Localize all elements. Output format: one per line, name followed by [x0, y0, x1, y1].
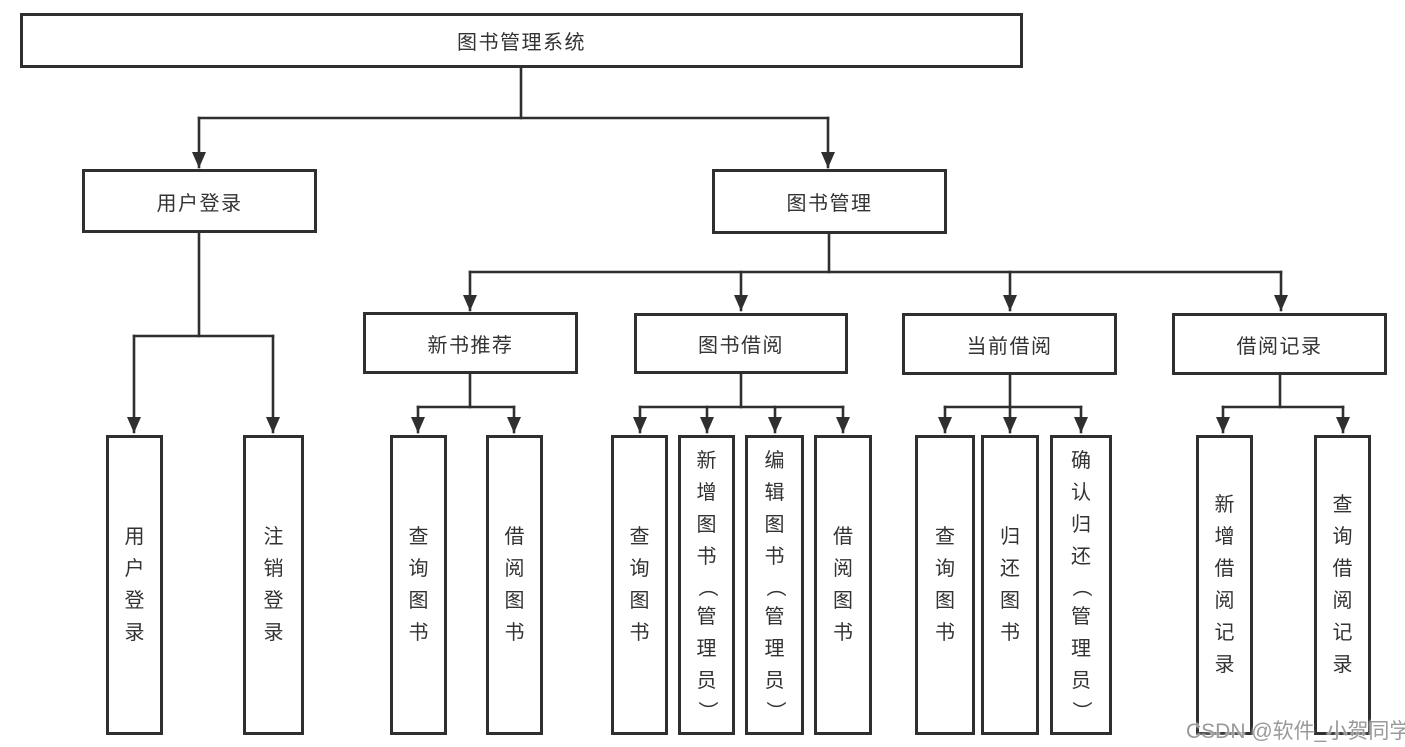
leaf-borrow-books-label: 借阅图书 [833, 526, 853, 644]
node-new-book-recommend: 新书推荐 [363, 312, 578, 374]
node-book-mgmt: 图书管理 [712, 169, 947, 234]
leaf-borrow-books-recommend-label: 借阅图书 [504, 526, 525, 644]
node-current-borrow-label: 当前借阅 [966, 335, 1053, 358]
leaf-confirm-return-admin: 确认归还（管理员） [1050, 435, 1112, 735]
node-user-login: 用户登录 [82, 169, 317, 233]
edges-current-borrow-children [938, 373, 1088, 434]
node-root: 图书管理系统 [20, 13, 1023, 68]
leaf-query-books-recommend-label: 查询图书 [408, 526, 429, 644]
node-borrow-record-label: 借阅记录 [1236, 335, 1323, 358]
node-root-label: 图书管理系统 [457, 32, 586, 54]
leaf-query-books-borrowing: 查询图书 [611, 435, 668, 735]
edges-user-login-children [127, 231, 280, 434]
node-book-borrow: 图书借阅 [634, 313, 848, 374]
leaf-borrow-books: 借阅图书 [814, 435, 872, 735]
leaf-query-books-recommend: 查询图书 [390, 435, 447, 735]
node-user-login-label: 用户登录 [156, 192, 243, 215]
csdn-watermark: CSDN @软件_小贺同学 [1186, 720, 1405, 743]
leaf-add-book-admin: 新增图书（管理员） [678, 435, 735, 735]
edges-book-borrow-children [633, 372, 850, 434]
leaf-query-borrow-record: 查询借阅记录 [1314, 435, 1371, 735]
leaf-return-books-label: 归还图书 [1000, 526, 1020, 644]
leaf-query-books-current: 查询图书 [915, 435, 975, 735]
leaf-add-borrow-record: 新增借阅记录 [1196, 435, 1253, 735]
leaf-query-borrow-record-label: 查询借阅记录 [1332, 494, 1353, 676]
edges-borrow-record-children [1216, 373, 1350, 434]
edges-new-book-children [411, 372, 521, 434]
node-book-borrow-label: 图书借阅 [698, 335, 784, 357]
leaf-query-books-borrowing-label: 查询图书 [629, 526, 650, 644]
leaf-user-login: 用户登录 [106, 435, 163, 735]
node-borrow-record: 借阅记录 [1172, 313, 1387, 375]
leaf-edit-book-admin-label: 编辑图书（管理员） [763, 450, 786, 721]
node-book-mgmt-label: 图书管理 [786, 193, 873, 215]
leaf-logout: 注销登录 [243, 435, 304, 735]
edges-root-to-level2 [192, 66, 835, 169]
leaf-user-login-label: 用户登录 [124, 526, 145, 644]
leaf-add-book-admin-label: 新增图书（管理员） [695, 450, 718, 721]
leaf-borrow-books-recommend: 借阅图书 [486, 435, 543, 735]
node-new-book-recommend-label: 新书推荐 [427, 334, 514, 357]
leaf-add-borrow-record-label: 新增借阅记录 [1214, 494, 1235, 676]
node-current-borrow: 当前借阅 [902, 313, 1117, 375]
edges-book-mgmt-to-level3 [463, 232, 1288, 312]
leaf-query-books-current-label: 查询图书 [935, 526, 955, 644]
leaf-logout-label: 注销登录 [263, 526, 284, 644]
leaf-return-books: 归还图书 [981, 435, 1039, 735]
leaf-confirm-return-admin-label: 确认归还（管理员） [1070, 450, 1092, 721]
leaf-edit-book-admin: 编辑图书（管理员） [745, 435, 804, 735]
